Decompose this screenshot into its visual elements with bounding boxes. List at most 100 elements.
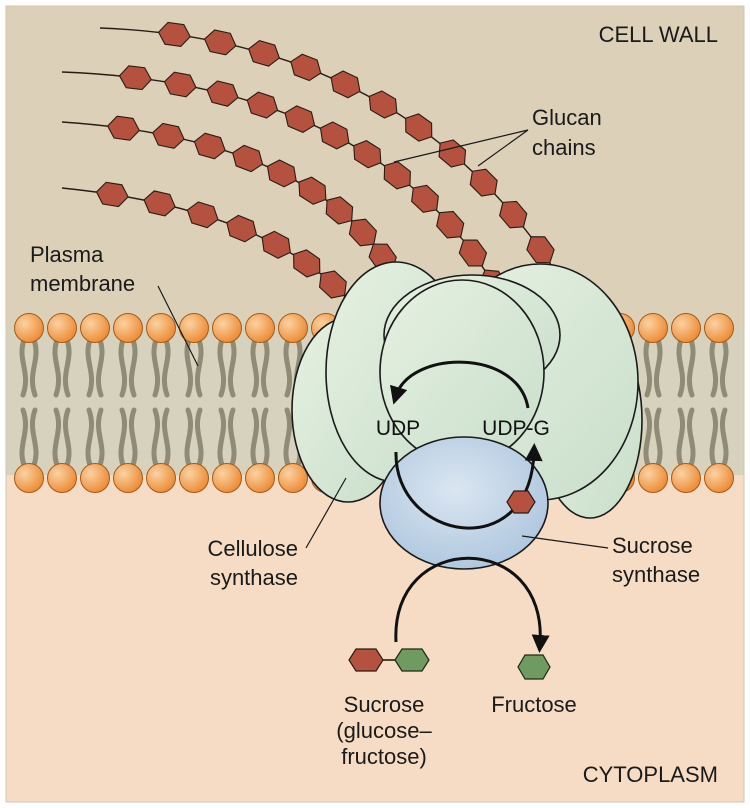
glucose-unit-icon [436,210,465,239]
glucose-unit-icon [106,115,141,141]
lipid-tail [184,407,194,468]
lipid-bilayer [14,313,734,493]
lipid-tail [62,337,72,398]
lipid-head [245,463,275,493]
lipid-head [80,463,110,493]
glucan-chains-label-line1: Glucan [532,105,602,130]
lipid-tail [719,337,729,398]
lipid-head [278,463,308,493]
lipid-tail [676,337,686,398]
lipid-tail [95,337,105,398]
lipid-tail [709,407,719,468]
lipid-tail [128,337,138,398]
udp-label: UDP [376,417,420,440]
arrow-udp-to-udpg [394,443,543,530]
lipid-tail [719,407,729,468]
glucose-unit-icon [330,70,361,99]
glucose-unit-icon [353,140,382,169]
lipid-tail [128,407,138,468]
lipid-tail [161,407,171,468]
glucose-unit-icon [118,65,152,91]
lipid-tail [161,337,171,398]
leader-lines [157,129,609,549]
lipid-tail [250,407,260,468]
glucose-unit-icon [298,176,327,205]
sucrose-molecule [348,648,430,672]
lipid-head [113,463,143,493]
lipid-head [671,463,701,493]
lipid-tail [283,337,293,398]
glucose-unit-icon [499,200,528,229]
lipid-head [14,463,44,493]
lipid-tail [283,407,293,468]
glucose-unit-icon [284,105,316,133]
glucose-unit-icon [293,249,321,278]
glucose-unit-icon [143,190,176,217]
arrow-udpg-to-udp [390,360,530,409]
lipid-tail [676,407,686,468]
lipid-tail [19,337,29,398]
lipid-head [704,313,734,343]
glucose-unit-icon [411,184,439,213]
lipid-head [47,463,77,493]
lipid-head [212,313,242,343]
lipid-head [113,313,143,343]
reaction-arrows [390,360,550,653]
glucose-unit-icon [157,21,191,47]
lipid-tail [52,337,62,398]
sucrose-label-line2: (glucose– [336,718,432,743]
lipid-tail [217,337,227,398]
glucose-unit-icon [193,132,226,160]
cytoplasm-region [6,470,744,802]
glucose-unit-icon [266,159,297,188]
fructose-label: Fructose [491,692,577,717]
lipid-tail [653,337,663,398]
glucose-unit-icon [261,230,291,259]
leader-glucan-b [477,129,529,167]
lipid-tail [85,337,95,398]
cellulose-synthase-complex [291,261,643,570]
lipid-head [47,313,77,343]
fructose-molecule [517,654,551,680]
leader-cellulose-synthase [305,477,347,549]
sucrose-synthase-label-line1: Sucrose [612,533,693,558]
glucose-unit-icon [348,648,384,672]
glucose-unit-icon [469,168,498,197]
lipid-tail [118,337,128,398]
cytoplasm-label: CYTOPLASM [583,762,718,787]
lipid-head [638,313,668,343]
udpg-label: UDP-G [482,417,550,440]
sucrose-synthase-label-line2: synthase [612,562,700,587]
glucose-unit-icon [95,181,129,208]
leader-plasma-membrane [157,285,199,367]
lipid-tail [260,337,270,398]
lipid-tail [686,337,696,398]
lipid-tail [118,407,128,468]
fructose-unit-icon [517,654,551,680]
glucose-unit-icon [526,236,555,264]
glucose-unit-icon [368,90,398,119]
glucose-unit-icon [290,53,322,82]
lipid-head [245,313,275,343]
sucrose-label-line3: fructose) [341,744,427,769]
lipid-tail [29,337,39,398]
lipid-tail [95,407,105,468]
arrow-sucrose-to-fructose [394,556,550,653]
lipid-tail [250,337,260,398]
cell-wall-label: CELL WALL [599,22,718,47]
cellulose-synthase-label-line1: Cellulose [208,536,299,561]
sucrose-synthase [379,436,549,570]
glucose-unit-icon [152,122,185,149]
lipid-head [146,463,176,493]
lipid-tail [62,407,72,468]
glucose-unit-icon [232,144,264,173]
lipid-tail [29,407,39,468]
lipid-head [278,313,308,343]
lipid-head [146,313,176,343]
lipid-head [212,463,242,493]
glucose-unit-icon [206,80,239,107]
udp-glucose-molecule [506,490,536,514]
glucose-unit-icon [405,113,433,142]
glucose-unit-icon [203,29,237,56]
glucose-unit-icon [247,39,281,67]
